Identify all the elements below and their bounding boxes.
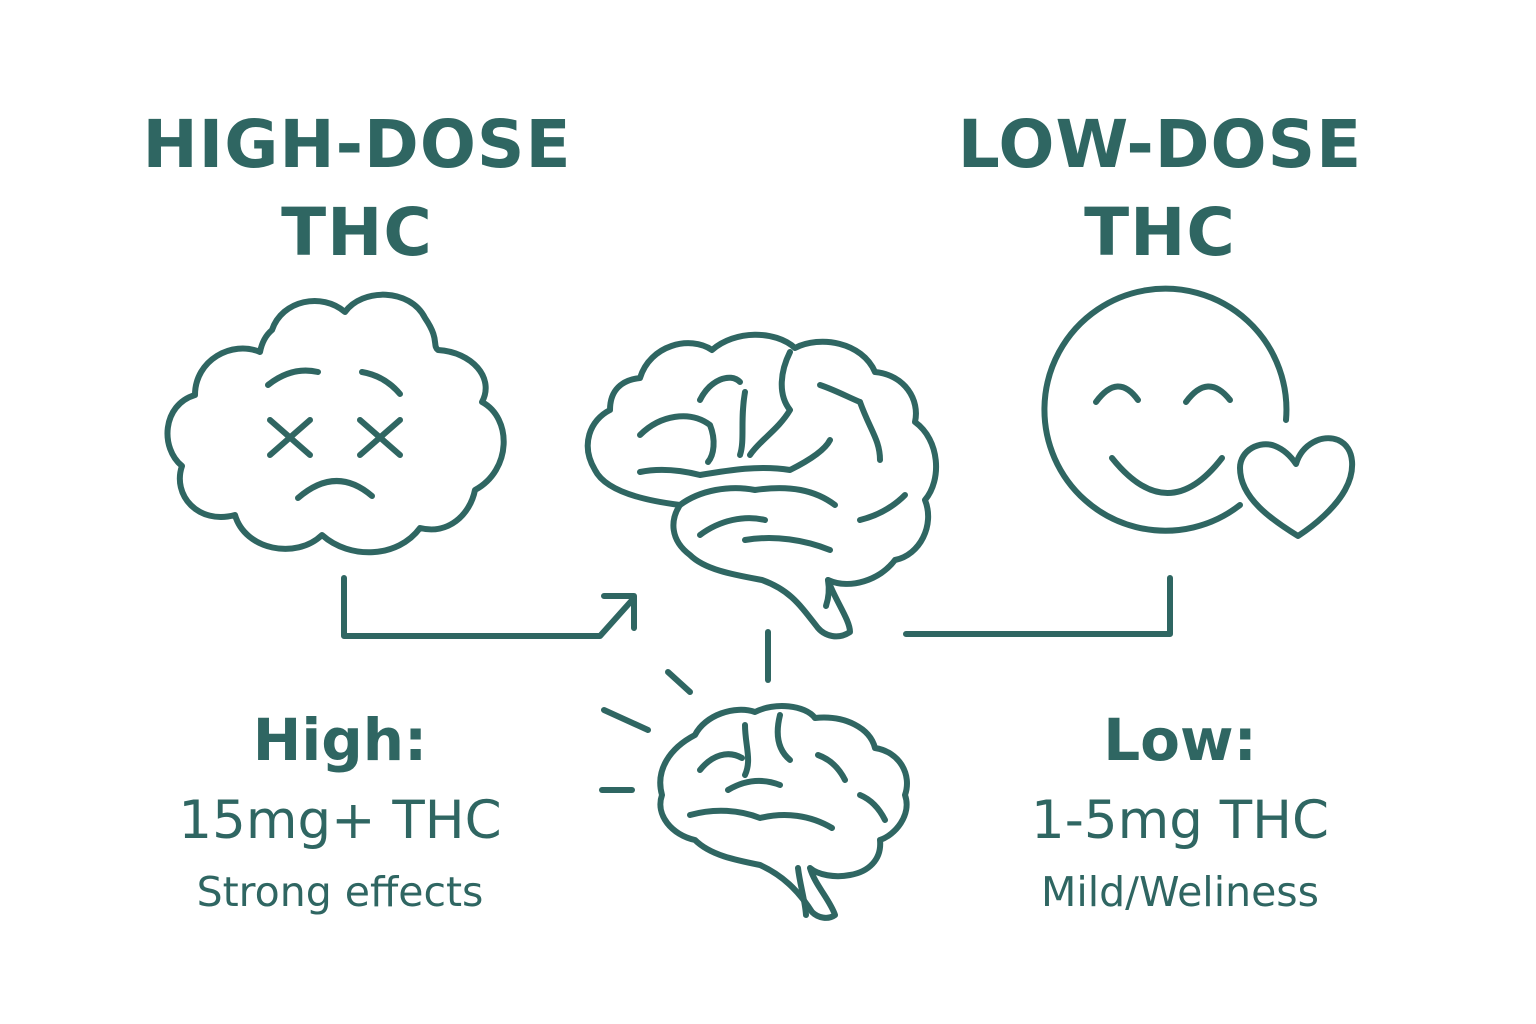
dizzy-frown	[295, 478, 375, 501]
cloud-outline	[164, 291, 507, 556]
smiley-eye-right	[1183, 383, 1233, 405]
low-dose-title: Low:	[1103, 706, 1257, 774]
radiating-lines	[599, 669, 693, 793]
smiley-mouth	[1109, 455, 1225, 496]
heart-icon	[1237, 435, 1356, 539]
dizzy-cloud-icon	[164, 291, 507, 556]
brain-outline	[584, 331, 940, 640]
dizzy-eye-right	[357, 417, 403, 458]
high-dose-title: High:	[252, 706, 428, 774]
dizzy-brow-left	[265, 367, 321, 388]
low-dose-description: Mild/Weliness	[1040, 868, 1320, 916]
dizzy-eye-left	[267, 417, 313, 458]
low-dose-heading-line2: THC	[1084, 194, 1236, 271]
high-dose-description: Strong effects	[196, 868, 484, 916]
high-dose-amount: 15mg+ THC	[178, 790, 502, 851]
low-dose-heading-line1: LOW-DOSE	[957, 106, 1363, 183]
high-dose-heading: HIGH-DOSE THC	[82, 101, 632, 277]
small-brain-icon	[657, 703, 910, 921]
high-dose-heading-line2: THC	[281, 194, 433, 271]
brain-icon	[584, 331, 940, 640]
high-dose-label: High: 15mg+ THC Strong effects	[100, 702, 580, 922]
low-dose-connector	[903, 575, 1173, 637]
arrow-head	[601, 593, 637, 631]
small-brain-outline	[657, 703, 910, 921]
smiley-face-outline	[1041, 285, 1290, 534]
low-dose-label: Low: 1-5mg THC Mild/Weliness	[940, 702, 1420, 922]
high-dose-heading-line1: HIGH-DOSE	[142, 106, 572, 183]
smiley-heart-icon	[1041, 285, 1356, 539]
dizzy-brow-right	[359, 369, 403, 397]
high-dose-arrow	[341, 575, 637, 639]
low-dose-heading: LOW-DOSE THC	[900, 101, 1420, 277]
smiley-eye-left	[1093, 383, 1141, 405]
low-dose-amount: 1-5mg THC	[1031, 790, 1329, 851]
